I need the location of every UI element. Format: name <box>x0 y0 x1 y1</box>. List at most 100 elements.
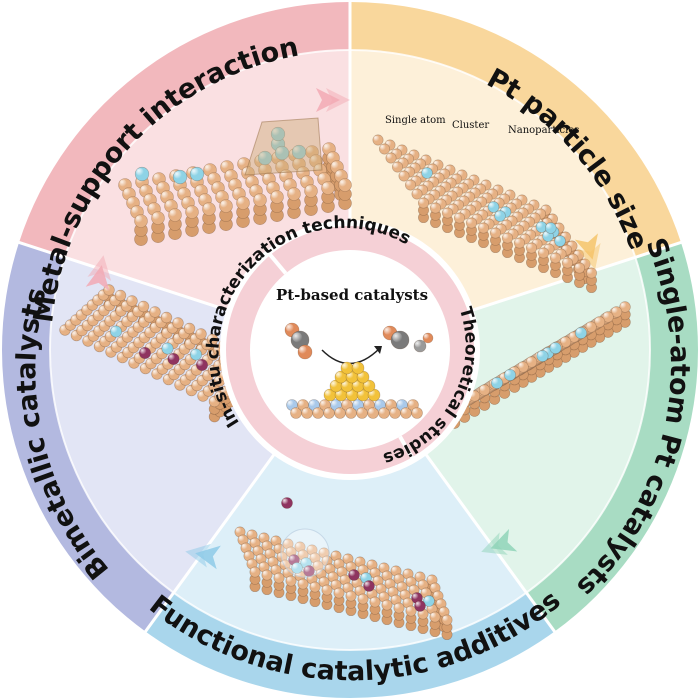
slab-bimetallic-atom-shine <box>156 333 163 340</box>
slab-functional-atom-shine <box>310 582 317 589</box>
slab-bimetallic-atom-shine <box>145 327 152 334</box>
segment-band-1 <box>350 2 681 258</box>
slab-functional-atom-shine <box>430 612 437 619</box>
slab-functional-atom-shine <box>388 587 395 594</box>
slab-bimetallic-atom-shine <box>202 339 209 346</box>
slab-bimetallic-atom-shine <box>127 296 134 303</box>
slab-bimetallic-atom-shine <box>198 391 205 398</box>
slab-functional-atom-shine <box>259 562 266 569</box>
slab-functional-adatom-9-shine <box>415 601 422 608</box>
free-promoter-atom-shine <box>282 498 289 505</box>
slab-bimetallic-atom-shine <box>185 339 192 346</box>
slab-bimetallic-atom-shine <box>190 334 197 341</box>
slab-functional-adatom-6-shine <box>364 581 371 588</box>
slab-particle-size-atom-shine <box>503 233 509 240</box>
slab-functional-atom-shine <box>403 598 410 605</box>
slab-metal-support-adatom-1-shine <box>174 171 182 179</box>
slab-bimetallic-atom-shine <box>192 380 199 387</box>
slab-metal-support-atom-shine <box>229 179 237 187</box>
slab-metal-support-atom-shine <box>267 182 275 190</box>
slab-functional-adatom-5-shine <box>361 573 368 580</box>
slab-particle-size-atom-shine <box>455 213 461 220</box>
slab-bimetallic-atom-shine <box>76 310 83 317</box>
slab-particle-size-atom-shine <box>539 248 545 255</box>
slab-bimetallic-atom-shine <box>167 323 174 330</box>
slab-bimetallic-atom-shine <box>88 315 95 322</box>
slab-functional-adatom-3-shine <box>304 566 311 573</box>
segment-band-2 <box>526 242 698 632</box>
slab-functional-atom-shine <box>313 561 320 568</box>
slab-functional-atom-shine <box>235 527 242 534</box>
slab-bimetallic-atom-shine <box>169 369 176 376</box>
center-support-atom-2-shine <box>379 408 386 415</box>
slab-functional-atom-shine <box>277 552 284 559</box>
slab-functional-atom-shine <box>259 533 266 540</box>
slab-bimetallic-atom-shine <box>122 316 129 323</box>
slab-functional-atom-shine <box>271 536 278 543</box>
slab-particle-size-adatom-1-shine <box>488 202 495 209</box>
slab-metal-support-adatom-3-shine <box>259 152 267 160</box>
slab-bimetallic-atom-shine <box>213 345 220 352</box>
slab-functional-atom-shine <box>262 570 269 577</box>
slab-functional-atom-shine <box>442 615 449 622</box>
slab-particle-size-adatom-0-shine <box>422 168 429 175</box>
slab-bimetallic-atom-shine <box>184 323 191 330</box>
slab-metal-support-atom-shine <box>204 164 212 172</box>
slab-particle-size-atom-shine <box>399 171 406 178</box>
slab-particle-size-atom-shine <box>393 162 399 169</box>
slab-metal-support-atom-shine <box>327 152 335 160</box>
slab-particle-size-atom-shine <box>563 258 569 265</box>
slab-functional-atom-shine <box>244 551 251 558</box>
slab-bimetallic-atom-shine <box>117 337 124 344</box>
slab-functional-atom-shine <box>334 559 341 566</box>
slab-bimetallic-atom-shine <box>151 338 158 345</box>
slab-metal-support-atom-shine <box>178 188 186 196</box>
slab-functional-atom-shine <box>241 543 248 550</box>
slab-metal-support-atom-shine <box>199 194 207 202</box>
slab-bimetallic-atom-shine <box>140 363 147 370</box>
slab-functional-atom-shine <box>355 557 362 564</box>
slab-particle-size-atom-shine <box>515 238 521 245</box>
slab-metal-support-atom-shine <box>306 146 314 154</box>
slab-functional-atom-shine <box>247 559 254 566</box>
slab-functional-atom-shine <box>358 565 365 572</box>
slab-functional-atom-shine <box>322 556 329 563</box>
slab-functional-atom-shine <box>331 580 338 587</box>
slab-particle-size-atom-shine <box>467 218 473 225</box>
product-atom-o2-shine <box>423 333 430 340</box>
segment-band-3 <box>145 592 555 698</box>
slab-bimetallic-atom-shine <box>163 374 170 381</box>
arrow-lower-right-tail <box>481 532 508 555</box>
reactant-atom-o1-shine <box>286 324 294 332</box>
slab-metal-support-atom-shine <box>233 188 241 196</box>
inner-divider-1 <box>398 435 416 462</box>
center-support-atom-shine <box>408 400 415 407</box>
slab-metal-support-atom-shine <box>195 185 203 193</box>
slab-bimetallic-atom-shine <box>93 295 100 302</box>
center-gold-atom-7-shine <box>352 380 360 388</box>
slab-functional-atom-shine <box>295 542 302 549</box>
slab-metal-support-atom-shine <box>288 188 296 196</box>
slab-single-atom-atom-shine <box>611 307 618 314</box>
reaction-arrow-head <box>374 346 382 354</box>
slab-bimetallic-atom-shine <box>88 331 95 338</box>
slab-single-atom-adatom-5-shine <box>550 343 557 350</box>
slab-particle-size-atom-shine <box>443 208 449 215</box>
encapsulation-layer <box>244 117 323 176</box>
slab-functional-atom-shine <box>319 548 326 555</box>
slab-bimetallic-atom-shine <box>139 317 146 324</box>
slab-single-atom-adatom-3-shine <box>576 328 583 335</box>
slab-bimetallic-atom-shine <box>157 364 164 371</box>
slab-functional-atom-shine <box>307 545 314 552</box>
slab-bimetallic-atom-shine <box>122 332 129 339</box>
slab-bimetallic-atom-shine <box>104 300 111 307</box>
center-gold-atom-12-shine <box>341 362 349 370</box>
slab-bimetallic-atom-shine <box>161 312 168 319</box>
slab-bimetallic-atom-shine <box>203 370 210 377</box>
center-support-atom-2-shine <box>368 408 375 415</box>
slab-metal-support-atom-shine <box>301 176 309 184</box>
slab-bimetallic-atom-shine <box>123 347 130 354</box>
slab-functional-atom-shine <box>319 577 326 584</box>
slab-functional-atom-shine <box>358 594 365 601</box>
arrow-top-head <box>316 88 340 112</box>
